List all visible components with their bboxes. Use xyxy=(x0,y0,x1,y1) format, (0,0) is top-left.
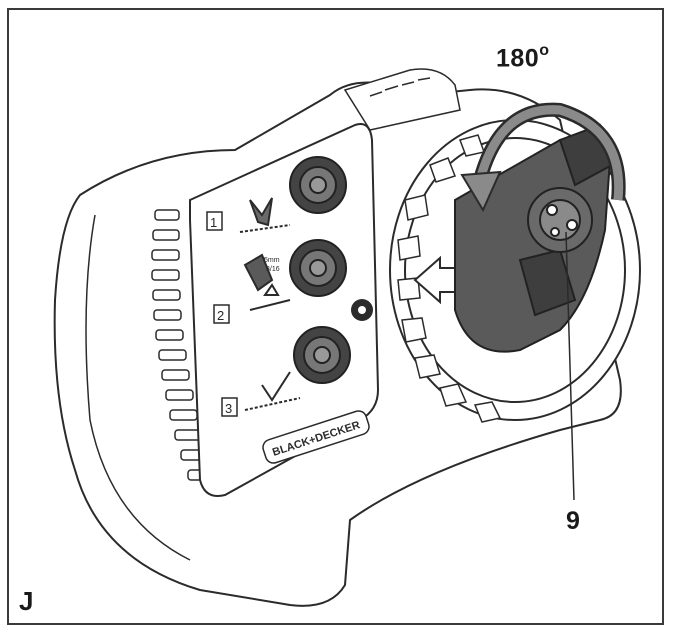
mode-2-depth-mm: 5mm xyxy=(264,257,280,264)
mode-2-depth-in: 3/16 xyxy=(266,266,280,273)
mode-1-number: 1 xyxy=(210,215,217,230)
mode-selector-labels xyxy=(206,211,238,417)
mode-3-number: 3 xyxy=(225,401,232,416)
mode-3-icon xyxy=(244,371,301,411)
brand-plate xyxy=(262,410,370,464)
mode-2-icon xyxy=(243,253,291,311)
rotation-number: 180 xyxy=(496,44,540,73)
clamp-knob-9 xyxy=(527,187,593,253)
dial-2 xyxy=(289,239,347,297)
callout-number: 9 xyxy=(566,507,580,535)
mode-2-number: 2 xyxy=(217,308,224,323)
dial-3 xyxy=(293,326,351,384)
dial-1 xyxy=(289,156,347,214)
ring-teeth xyxy=(397,134,502,423)
mode-1-icon xyxy=(239,197,291,233)
figure-letter: J xyxy=(19,586,34,616)
rotation-degree-mark: o xyxy=(539,42,550,59)
rotation-label: 180o xyxy=(496,42,550,73)
callout-leader-line xyxy=(565,231,575,501)
